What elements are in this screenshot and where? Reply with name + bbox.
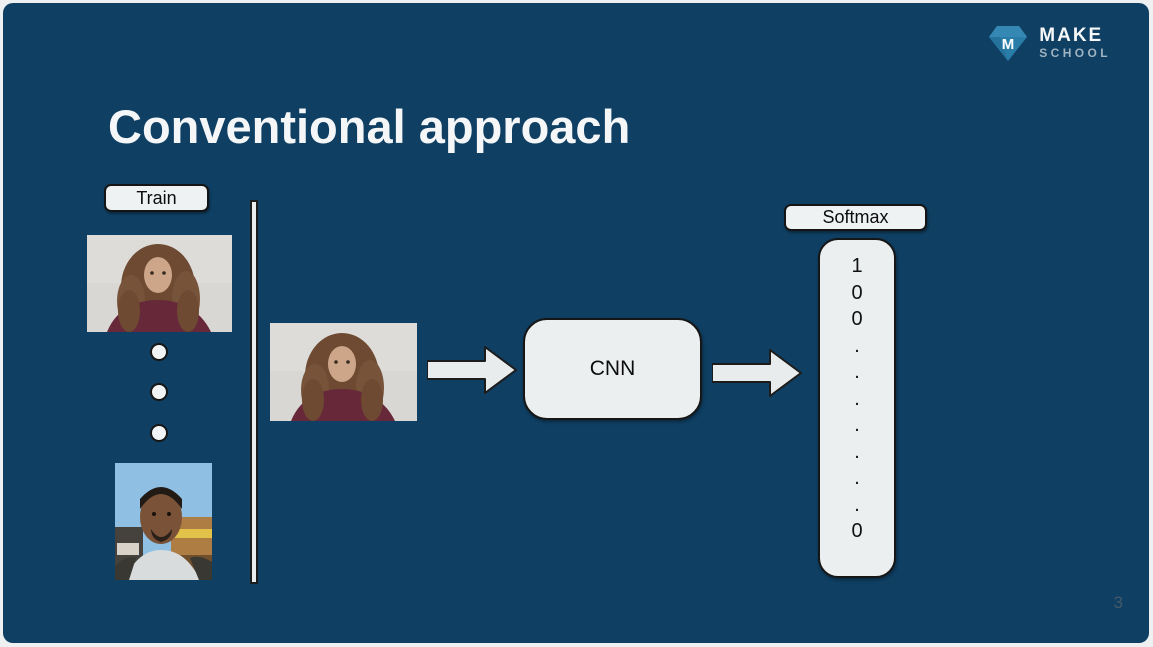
train-label: Train <box>104 184 209 212</box>
vector-value: . <box>854 387 860 410</box>
page-title: Conventional approach <box>108 100 631 153</box>
ellipsis-dot-icon <box>150 424 168 442</box>
ellipsis-dot-icon <box>150 383 168 401</box>
softmax-output-vector: 1 0 0 . . . . . . . 0 <box>818 238 896 578</box>
vector-value: . <box>854 493 860 516</box>
train-photo-top <box>87 235 232 332</box>
logo-line-school: SCHOOL <box>1039 45 1111 60</box>
vector-value: 0 <box>851 520 863 542</box>
page-number: 3 <box>1113 593 1123 612</box>
vector-value: . <box>854 414 860 436</box>
softmax-label: Softmax <box>784 204 927 231</box>
vector-value: . <box>854 467 860 489</box>
vector-value: . <box>854 361 860 383</box>
train-divider-bar <box>250 200 258 584</box>
ellipsis-dot-icon <box>150 343 168 361</box>
vector-value: 0 <box>851 308 863 330</box>
arrow-right-icon <box>427 346 517 394</box>
vector-value: . <box>854 334 860 357</box>
make-school-logo: M MAKE SCHOOL <box>988 25 1111 62</box>
logo-monogram: M <box>1002 36 1015 53</box>
input-photo <box>270 323 417 421</box>
slide: M MAKE SCHOOL Conventional approach Trai… <box>3 3 1149 643</box>
gem-icon: M <box>989 26 1028 61</box>
vector-value: . <box>854 440 860 463</box>
train-photo-bottom <box>115 463 212 580</box>
logo-line-make: MAKE <box>1039 24 1104 46</box>
arrow-right-icon <box>712 349 802 397</box>
vector-value: 1 <box>851 255 863 277</box>
cnn-box: CNN <box>523 318 702 420</box>
vector-value: 0 <box>851 281 863 304</box>
logo-text: MAKE SCHOOL <box>1039 24 1111 62</box>
